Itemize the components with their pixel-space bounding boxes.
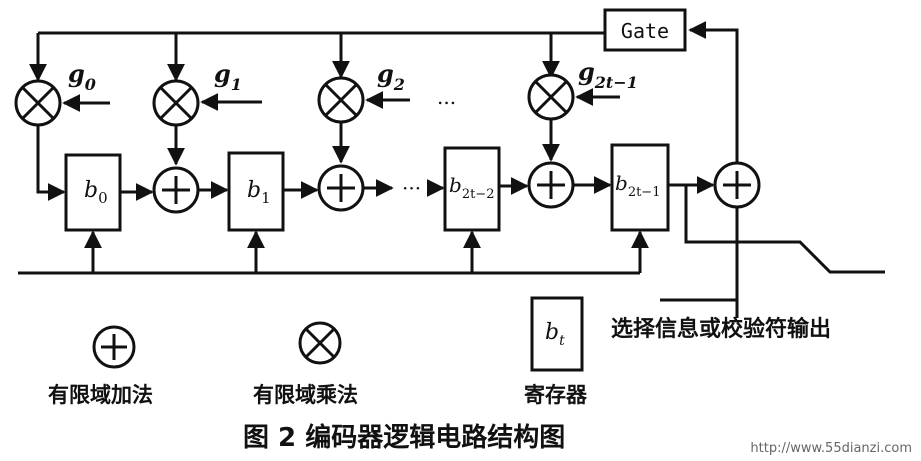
adder-3 xyxy=(527,161,575,209)
mult0-to-b0 xyxy=(36,125,66,201)
adder-1 xyxy=(152,166,200,214)
legend-register-symbol xyxy=(530,296,584,372)
coef-label-g0: g0 xyxy=(68,59,96,94)
register-b2t-1-label: b2t−1 xyxy=(615,171,660,200)
chain-ellipsis: ··· xyxy=(402,176,421,200)
gate-label: Gate xyxy=(621,19,669,43)
legend-adder-label: 有限域加法 xyxy=(48,383,153,407)
multiplier-g0 xyxy=(14,79,62,127)
coef-label-g2: g2 xyxy=(377,59,405,94)
legend-register-bt: bt xyxy=(545,320,565,349)
register-b2t-2 xyxy=(443,146,501,232)
legend-multiplier-label: 有限域乘法 xyxy=(253,383,358,407)
multiplier-g1 xyxy=(152,79,200,127)
figure-caption: 图 2 编码器逻辑电路结构图 xyxy=(243,422,565,453)
adder-2 xyxy=(317,164,365,212)
legend-register-label: 寄存器 xyxy=(524,383,588,407)
gate-box xyxy=(603,8,687,52)
register-b0-label: b0 xyxy=(84,178,108,207)
coef-label-g1: g1 xyxy=(214,59,242,94)
watermark: http://www.55dianzi.com xyxy=(750,441,912,456)
register-b2t-2-label: b2t−2 xyxy=(449,173,494,202)
multiplier-g2 xyxy=(317,76,365,124)
feedback-line xyxy=(688,21,739,165)
coef-label-g2t-1: g2t−1 xyxy=(578,57,638,92)
adder-output xyxy=(713,161,761,209)
register-b2t-1 xyxy=(610,143,670,232)
legend-adder-symbol xyxy=(92,325,136,369)
output-label: 选择信息或校验符输出 xyxy=(611,316,831,342)
multiplier-g2t-1 xyxy=(527,73,575,121)
register-b0 xyxy=(64,153,122,232)
register-b1-label: b1 xyxy=(247,178,271,207)
switch-line xyxy=(684,185,885,274)
multiplier-ellipsis: ... xyxy=(437,85,456,109)
legend-multiplier-symbol xyxy=(298,321,342,365)
